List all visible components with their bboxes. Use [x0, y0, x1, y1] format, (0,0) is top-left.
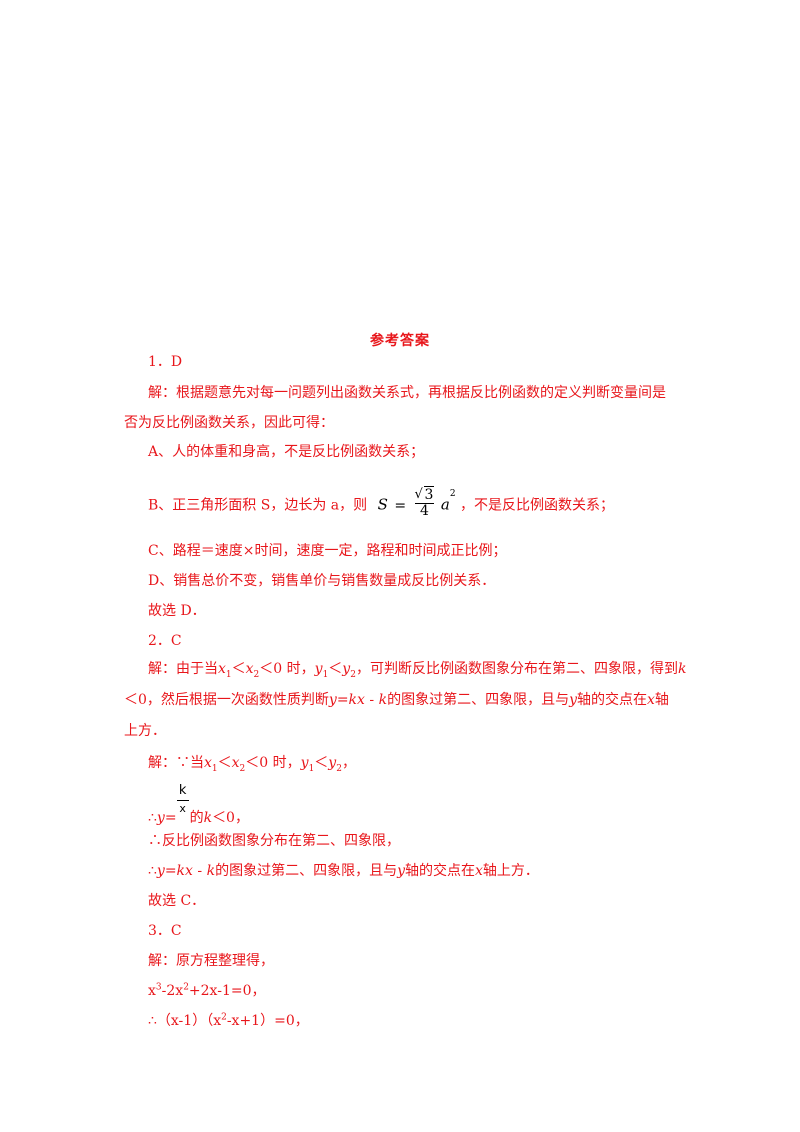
- q1-explanation-line-1: 解：根据题意先对每一问题列出函数关系式，再根据反比例函数的定义判断变量间是: [148, 385, 666, 401]
- q2-explanation-line-3: 上方．: [124, 723, 166, 739]
- formula-equals: =: [394, 497, 407, 514]
- q1-option-b-prefix: B、正三角形面积 S，边长为 a，则: [148, 497, 368, 514]
- q2-number: 2．C: [148, 633, 182, 649]
- q3-equation-1: x3-2x2+2x-1=0，: [148, 982, 266, 999]
- formula-s: S: [377, 495, 388, 514]
- q1-option-d: D、销售总价不变，销售单价与销售数量成反比例关系．: [148, 573, 496, 589]
- q1-number: 1．D: [148, 354, 183, 370]
- q3-equation-2: ∴（x-1）（x2-x+1）=0，: [148, 1012, 309, 1029]
- q3-explanation: 解：原方程整理得，: [148, 953, 274, 969]
- formula-fraction: √3 4: [414, 486, 435, 519]
- q2-answer: 故选 C．: [148, 893, 206, 909]
- q1-option-c: C、路程＝速度×时间，速度一定，路程和时间成正比例；: [148, 543, 507, 559]
- q2-step-3: ∴y=kx - k的图象过第二、四象限，且与y轴的交点在x轴上方．: [148, 863, 539, 879]
- q1-option-a: A、人的体重和身高，不是反比例函数关系；: [148, 444, 425, 460]
- q1-answer: 故选 D．: [148, 603, 206, 619]
- fraction-bar: [414, 503, 435, 504]
- q1-explanation-line-2: 否为反比例函数关系，因此可得：: [124, 415, 334, 431]
- q2-step-2: ∴反比例函数图象分布在第二、四象限，: [148, 833, 400, 849]
- q2-explanation-line-2: ＜0，然后根据一次函数性质判断y=kx - k的图象过第二、四象限，且与y轴的交…: [124, 692, 669, 708]
- q1-option-b-suffix: ，不是反比例函数关系；: [460, 497, 615, 514]
- q2-solution-line: 解：∵当x1＜x2＜0 时，y1＜y2，: [148, 755, 356, 774]
- q2-explanation-line-1: 解：由于当x1＜x2＜0 时，y1＜y2，可判断反比例函数图象分布在第二、四象限…: [148, 661, 687, 680]
- sqrt-three: √3: [414, 486, 435, 503]
- area-formula: S = √3 4 a2: [377, 486, 456, 519]
- formula-a: a: [440, 495, 450, 514]
- page-title: 参考答案: [370, 333, 430, 349]
- q1-option-b: B、正三角形面积 S，边长为 a，则 S = √3 4 a2 ，不是反比例函数关…: [148, 486, 615, 521]
- q3-number: 3．C: [148, 923, 182, 939]
